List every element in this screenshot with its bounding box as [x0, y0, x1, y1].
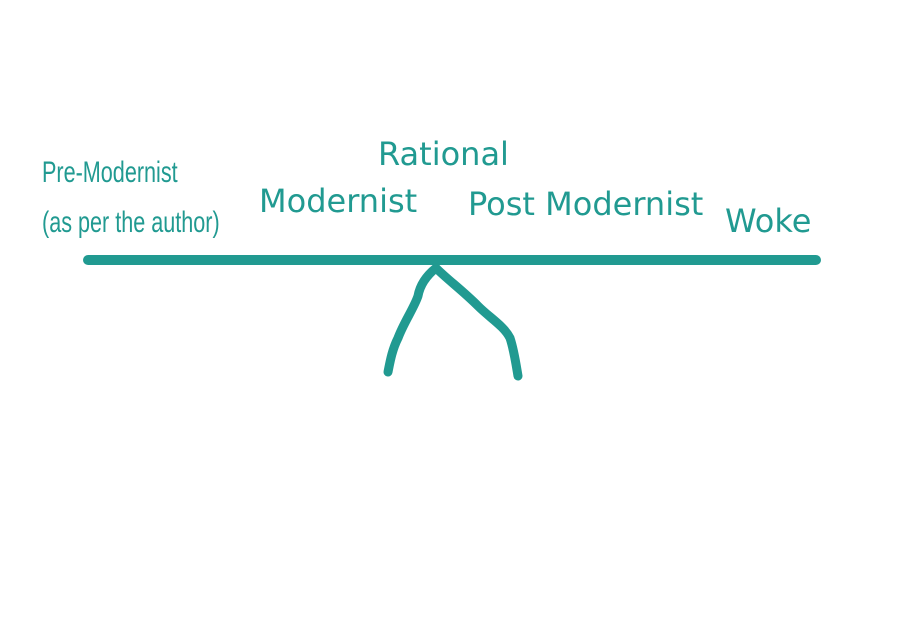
label-rational: Rational	[378, 135, 509, 173]
fulcrum-left-leg	[383, 263, 441, 377]
label-woke: Woke	[725, 202, 812, 240]
label-modernist: Modernist	[259, 182, 418, 220]
fulcrum-right-leg	[431, 263, 523, 381]
label-post-modernist: Post Modernist	[468, 185, 704, 223]
label-pre-modernist: Pre-Modernist	[42, 156, 178, 189]
label-as-per-the-author: (as per the author)	[42, 206, 220, 239]
